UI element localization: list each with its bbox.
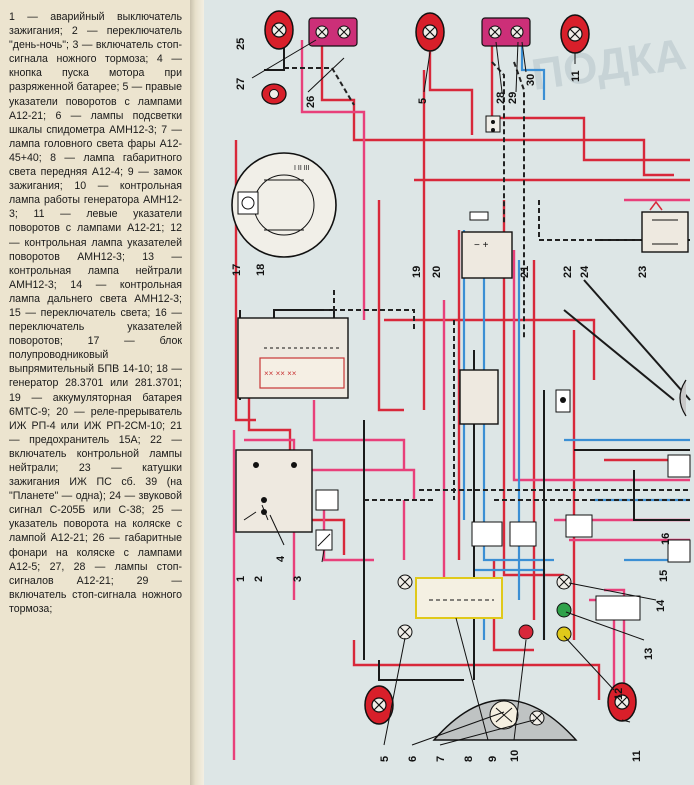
callout-6: 6	[407, 756, 419, 762]
svg-text:×× ×× ××: ×× ×× ××	[264, 369, 297, 378]
callout-15: 15	[658, 570, 670, 582]
callout-1: 1	[235, 576, 247, 582]
callout-4: 4	[275, 555, 287, 562]
ignition-coils-23	[641, 200, 689, 253]
switch-3-brake-light	[315, 529, 333, 551]
callout-30: 30	[525, 74, 537, 86]
callout-9: 9	[487, 756, 499, 762]
rectifier-block-17: ×× ×× ××	[237, 317, 349, 399]
callout-5-top: 5	[417, 98, 429, 104]
callout-11-bottom: 11	[631, 750, 643, 762]
callout-14: 14	[655, 599, 667, 612]
ignition-lock-9	[415, 577, 503, 619]
lamp-5-right-rear-indicator	[415, 12, 445, 52]
lamp-11-left-front-indicator	[607, 682, 637, 722]
callout-8: 8	[463, 756, 475, 762]
callout-11-top: 11	[570, 70, 582, 82]
callout-18: 18	[255, 264, 267, 276]
callout-5-bottom: 5	[379, 756, 391, 762]
callout-20: 20	[431, 266, 443, 278]
horn-24	[679, 379, 687, 417]
connector-blocks-center	[471, 514, 641, 621]
socket-28-brake-lamp	[481, 17, 531, 47]
callout-12: 12	[613, 688, 625, 700]
generator-18: I II III	[231, 152, 337, 258]
legend-text: 1 — аварийный выключатель зажигания; 2 —…	[9, 11, 182, 615]
pink-wires	[232, 40, 690, 760]
socket-27-brake-lamp	[308, 17, 358, 47]
switch-29-brake	[485, 115, 501, 133]
callout-17: 17	[231, 264, 243, 276]
connector-right-edge	[667, 454, 691, 563]
callout-27: 27	[235, 78, 247, 90]
wiring-diagram: ПОДКА	[204, 0, 694, 785]
callout-21: 21	[519, 266, 531, 278]
control-lamps	[518, 574, 572, 642]
black-wires	[239, 40, 691, 681]
callout-29: 29	[507, 92, 519, 104]
callout-28: 28	[495, 92, 507, 104]
callout-23: 23	[637, 266, 649, 278]
callout-19: 19	[411, 266, 423, 278]
callout-13: 13	[643, 648, 655, 660]
callout-26: 26	[305, 96, 317, 108]
relay-20	[459, 369, 499, 425]
callout-22: 22	[562, 266, 574, 278]
callout-2: 2	[253, 576, 265, 582]
callout-16: 16	[660, 533, 672, 545]
page-gutter	[190, 0, 204, 785]
svg-text:− +: − +	[474, 240, 489, 251]
speedometer-lamps-6	[397, 574, 413, 640]
svg-text:I II III: I II III	[294, 165, 310, 172]
lamp-26-marker	[261, 83, 287, 105]
callout-7: 7	[435, 756, 447, 762]
callout-numbers: 25 27 26 5 28 29 30 11 17 18 19 20 21 22…	[231, 38, 672, 762]
headlamp-7-8	[432, 699, 578, 741]
battery-19: − +	[461, 231, 513, 279]
callout-3: 3	[292, 576, 304, 582]
callout-25: 25	[235, 38, 247, 50]
switch-cluster-1-2-4	[235, 449, 313, 533]
callout-24: 24	[579, 265, 591, 278]
lamp-5-right-front-indicator	[364, 685, 394, 725]
legend-column: 1 — аварийный выключатель зажигания; 2 —…	[0, 0, 190, 785]
neutral-switch-22	[555, 389, 571, 413]
lamp-25-indicator	[264, 10, 294, 50]
lamp-11-left-rear-indicator	[560, 14, 590, 54]
fuse-21	[469, 211, 489, 221]
callout-leaders	[243, 39, 657, 746]
callout-10: 10	[509, 750, 521, 762]
connector-block-left	[315, 489, 339, 511]
